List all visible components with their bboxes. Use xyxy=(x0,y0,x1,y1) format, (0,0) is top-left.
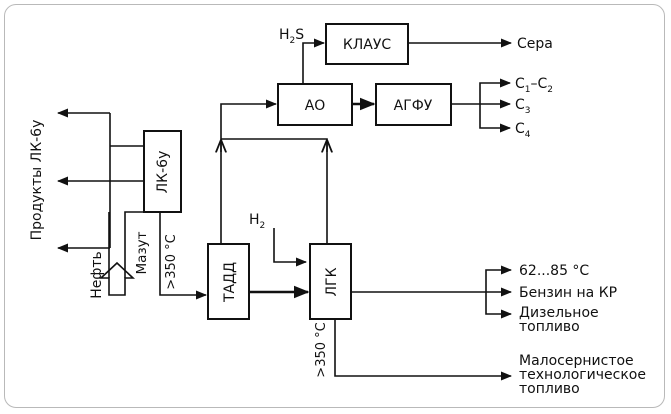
ao-label: АО xyxy=(305,98,326,114)
products-label: Продукты ЛК-6у xyxy=(29,120,45,241)
lgk-label: ЛГК xyxy=(324,267,340,296)
c1c2-arrow xyxy=(479,78,512,104)
c4-arrow xyxy=(479,104,512,133)
lgk-temp-label: >350 °С xyxy=(314,322,329,377)
h2s-label: H2S xyxy=(279,27,304,46)
c4-label: С4 xyxy=(515,121,531,140)
diesel-label-line1: Дизельное xyxy=(519,305,599,321)
ao-box xyxy=(277,83,353,126)
mazut-label: Мазут xyxy=(134,231,150,274)
klaus-box xyxy=(325,23,409,65)
h2s-line xyxy=(302,38,326,84)
tadd-box xyxy=(207,243,250,320)
diesel-label-line2: топливо xyxy=(519,319,580,335)
low-sulfur-fuel-arrow xyxy=(334,319,513,381)
oil-feed-arrow xyxy=(98,261,136,296)
tadd-gas-to-ao xyxy=(220,99,278,244)
mazut-line xyxy=(159,212,208,300)
mazut-temp-label: >350 °С xyxy=(164,234,179,289)
fraction-label: 62...85 °С xyxy=(519,263,589,279)
sulfur-label: Сера xyxy=(517,36,553,52)
lk6u-box xyxy=(143,130,182,213)
h2-label: H2 xyxy=(249,212,265,231)
h2-feed-line xyxy=(273,228,308,267)
fuel-label-line3: топливо xyxy=(519,381,580,397)
lk6u-label: ЛК-6у xyxy=(155,151,171,194)
diesel-arrow xyxy=(485,292,513,319)
gasoline-label: Бензин на КР xyxy=(519,285,617,301)
agfu-label: АГФУ xyxy=(394,98,433,114)
c1c2-label: С1–С2 xyxy=(515,76,553,95)
c3-label: С3 xyxy=(515,97,531,116)
lgk-box xyxy=(309,243,352,320)
tadd-label: ТАДД xyxy=(222,262,238,303)
oil-feed-line xyxy=(124,211,144,278)
fraction-arrow xyxy=(485,265,513,292)
diagram-frame xyxy=(4,4,665,408)
fuel-label-line1: Малосернистое xyxy=(519,353,634,369)
oil-label: Нефть xyxy=(89,251,105,299)
lgk-gas-line xyxy=(221,138,328,244)
klaus-label: КЛАУС xyxy=(343,37,392,53)
fuel-label-line2: технологическое xyxy=(519,367,646,383)
